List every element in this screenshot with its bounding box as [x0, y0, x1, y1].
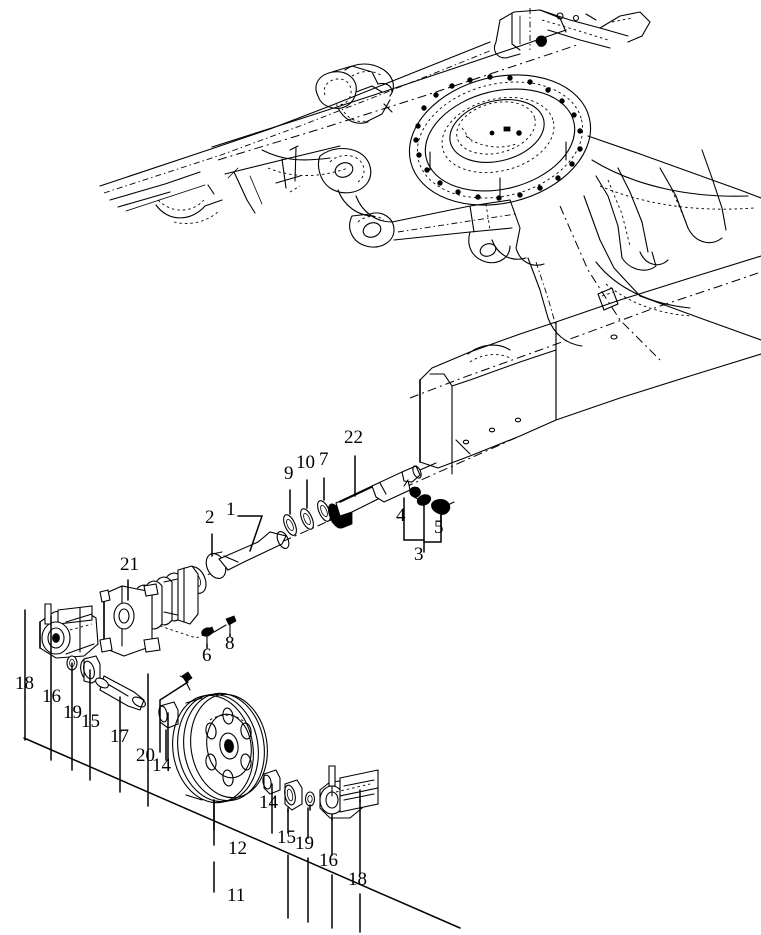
callout-4: 4: [396, 505, 406, 526]
callout-22: 22: [344, 427, 363, 448]
callout-19-left: 19: [63, 702, 82, 723]
callout-17: 17: [110, 726, 129, 747]
recoil-spring-group: [99, 565, 237, 657]
callout-15-right: 15: [277, 827, 296, 848]
track-guard-cover: [409, 255, 761, 475]
callout-20: 20: [136, 745, 155, 766]
center-linkage: [317, 147, 583, 347]
callout-16-left: 16: [42, 686, 61, 707]
idler-wheel-group: [158, 671, 316, 811]
idler-bracket-left: [39, 603, 146, 711]
track-frame-beam: [211, 29, 581, 214]
callout-2: 2: [205, 507, 215, 528]
idler-wheel: [172, 692, 268, 804]
carrier-roller-cluster-upper: [315, 63, 394, 124]
callout-10: 10: [296, 452, 315, 473]
callout-15-left: 15: [81, 711, 100, 732]
callout-3: 3: [414, 544, 424, 565]
cylinder-group: [195, 435, 521, 581]
upper-machine-illustration: [99, 8, 761, 475]
callout-18-left: 18: [15, 673, 34, 694]
callout-8: 8: [225, 633, 235, 654]
callout-16-right: 16: [319, 850, 338, 871]
callout-7: 7: [319, 449, 329, 470]
upper-right-bracket: [493, 8, 651, 59]
callout-21: 21: [120, 554, 139, 575]
track-chain-left: [99, 41, 493, 224]
callout-18-right: 18: [348, 869, 367, 890]
callout-11: 11: [227, 885, 246, 906]
idler-bracket-right: [319, 765, 379, 819]
callout-1: 1: [226, 499, 236, 520]
swing-circle-bearing: [408, 74, 592, 206]
callout-9: 9: [284, 463, 294, 484]
callout-14-right: 14: [259, 792, 278, 813]
callout-14-left: 14: [152, 755, 171, 776]
callout-19-right: 19: [295, 833, 314, 854]
callout-5: 5: [434, 517, 444, 538]
callout-12: 12: [228, 838, 247, 859]
right-frame-surfaces: [559, 135, 761, 361]
leader-lines-bottom: [23, 609, 461, 933]
cylinder-leaders: [211, 455, 356, 557]
callout-6: 6: [202, 645, 212, 666]
